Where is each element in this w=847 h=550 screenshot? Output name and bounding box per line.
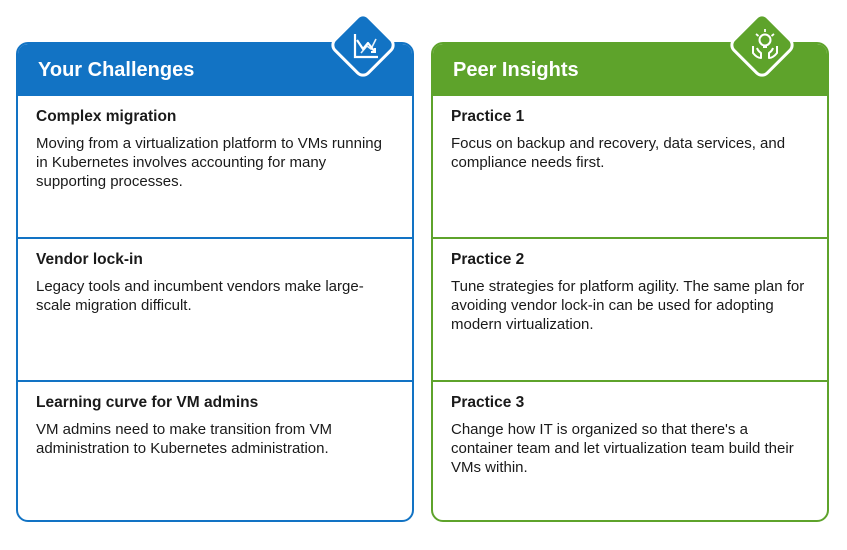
insight-title: Practice 1 [451,108,525,125]
insight-body: Tune strategies for platform agility. Th… [451,278,805,333]
insight-body: Focus on backup and recovery, data servi… [451,135,786,171]
insight-item: Practice 3 Change how IT is organized so… [433,380,827,520]
challenge-title: Complex migration [36,108,177,125]
challenge-item: Complex migration Moving from a virtuali… [18,94,412,239]
insight-item: Practice 1 Focus on backup and recovery,… [433,94,827,239]
challenge-item: Learning curve for VM admins VM admins n… [18,380,412,520]
insight-title: Practice 3 [451,394,525,411]
lightbulb-hands-icon [752,29,778,59]
insight-title: Practice 2 [451,251,525,268]
insights-panel: Peer Insights Practice 1 Focus on backup… [431,42,829,522]
challenge-body: VM admins need to make transition from V… [36,421,332,457]
challenge-title: Learning curve for VM admins [36,394,259,411]
challenge-body: Legacy tools and incumbent vendors make … [36,278,364,314]
challenge-item: Vendor lock-in Legacy tools and incumben… [18,237,412,382]
challenges-panel: Your Challenges Complex migration Moving… [16,42,414,522]
insight-body: Change how IT is organized so that there… [451,421,794,476]
challenge-body: Moving from a virtualization platform to… [36,135,382,190]
insight-item: Practice 2 Tune strategies for platform … [433,237,827,382]
chart-trend-icon [353,34,378,59]
challenge-title: Vendor lock-in [36,251,143,268]
